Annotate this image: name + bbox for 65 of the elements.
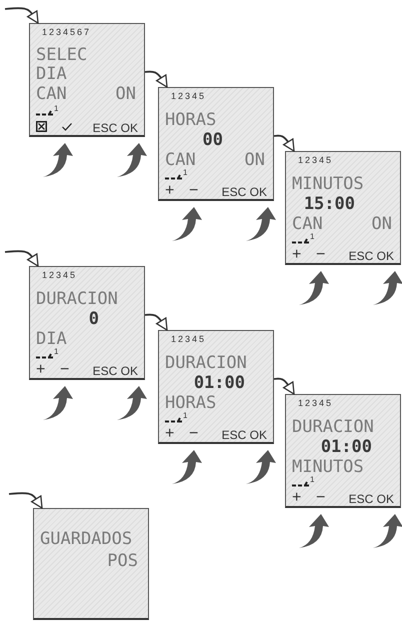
arrow <box>4 250 39 267</box>
lcd-screen <box>285 151 401 265</box>
button-symbol: − <box>60 361 70 379</box>
arrow <box>144 314 168 331</box>
display-text: CAN <box>36 84 67 104</box>
display-text: POS <box>107 551 138 571</box>
button-labels: ESC OK <box>222 185 267 199</box>
step-index: 1 <box>310 475 314 484</box>
step-index: 1 <box>310 232 314 241</box>
step-numbers: 12345 <box>298 398 334 408</box>
button-labels: ESC OK <box>92 364 138 378</box>
step-numbers: 1234567 <box>42 27 92 37</box>
lcd-screen <box>29 23 145 137</box>
arrow <box>4 7 39 24</box>
button-symbol: − <box>316 246 326 264</box>
arrow <box>144 70 168 88</box>
step-numbers: 12345 <box>171 334 206 344</box>
step-index: 1 <box>54 347 58 356</box>
display-value: 0 <box>88 309 99 329</box>
button-symbol: + <box>292 489 302 507</box>
button-symbol: − <box>189 425 198 443</box>
display-text: GUARDADOS <box>40 529 132 549</box>
display-value: 01:00 <box>320 437 372 457</box>
button-symbol: − <box>189 182 198 200</box>
display-text: DIA <box>36 329 67 349</box>
display-value: 01:00 <box>194 373 245 393</box>
button-labels: ESC OK <box>92 121 138 135</box>
step-numbers: 12345 <box>298 155 334 165</box>
display-text: SELEC <box>36 45 88 65</box>
display-text: MINUTOS <box>292 457 364 477</box>
display-text: DURACION <box>165 353 247 373</box>
button-symbol: + <box>165 182 174 200</box>
button-symbol: − <box>316 489 326 507</box>
display-text: CAN <box>165 150 196 170</box>
button-symbol: + <box>292 246 302 264</box>
step-index: 1 <box>183 168 188 177</box>
display-text: HORAS <box>165 393 216 413</box>
step-index: 1 <box>183 411 188 420</box>
display-text: DURACION <box>36 289 118 309</box>
display-text: CAN <box>292 214 323 234</box>
display-value: 00 <box>202 130 223 150</box>
lcd-screen <box>33 508 149 620</box>
button-labels: ESC OK <box>348 492 394 506</box>
display-text: ON <box>372 214 392 234</box>
step-numbers: 12345 <box>171 91 206 101</box>
step-numbers: 12345 <box>42 270 78 280</box>
lcd-screen <box>29 266 145 380</box>
arrow <box>274 134 295 152</box>
display-text: DURACION <box>292 417 374 437</box>
display-text: ON <box>116 84 136 104</box>
display-text: DIA <box>36 64 67 84</box>
lcd-screen <box>285 394 401 508</box>
arrow <box>274 378 295 395</box>
lcd-screen <box>158 87 274 201</box>
button-labels: ESC OK <box>222 428 267 442</box>
display-text: ON <box>244 150 265 170</box>
button-symbol: + <box>165 425 174 443</box>
display-value: 15:00 <box>304 194 355 214</box>
lcd-screen <box>158 330 274 444</box>
arrow <box>8 492 43 509</box>
display-text: HORAS <box>165 110 216 130</box>
button-labels: ESC OK <box>348 249 394 263</box>
display-text: MINUTOS <box>292 174 364 194</box>
step-index: 1 <box>54 104 58 113</box>
button-symbol: + <box>36 361 46 379</box>
